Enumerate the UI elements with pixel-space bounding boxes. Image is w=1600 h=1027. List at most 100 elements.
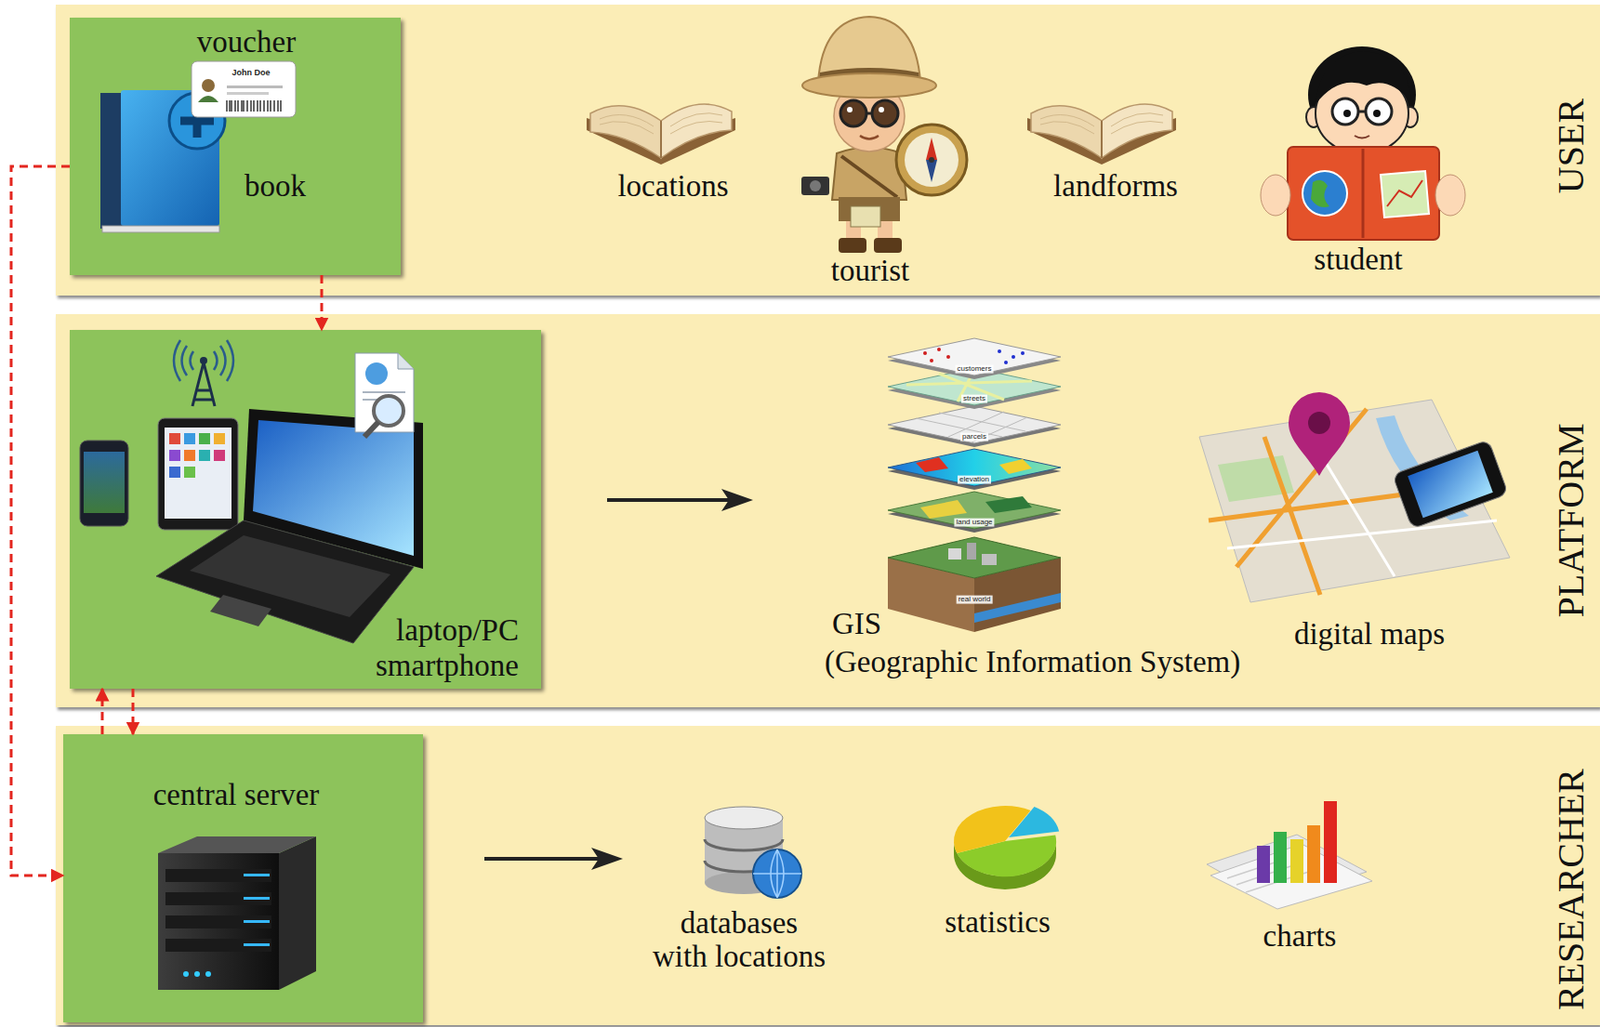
gis-layers: [887, 406, 1061, 444]
layer-label: land usage: [953, 518, 994, 528]
layer-label: customers: [955, 365, 994, 374]
gis-layers: [887, 537, 1061, 579]
voucher-card: [201, 79, 215, 93]
server-icon: [243, 943, 270, 947]
bar-chart-icon: [1273, 832, 1287, 884]
bar-chart-icon: [1210, 844, 1373, 910]
icon-caption: student: [1313, 242, 1402, 278]
gis-layers: [915, 457, 949, 473]
digital-map-icon: [1227, 423, 1497, 577]
tourist-figure: [801, 176, 830, 196]
tablet-icon: [184, 449, 196, 462]
document-search-icon: [364, 422, 379, 437]
digital-map-icon: [1392, 439, 1509, 529]
student-figure: [1361, 148, 1365, 239]
tourist-figure: [838, 238, 867, 253]
document-search-icon: [365, 362, 388, 385]
device-box: laptop/PC smartphone: [69, 330, 542, 689]
gis-layers: [887, 409, 1061, 448]
tourist-figure: [809, 180, 821, 192]
gis-layers: [1011, 355, 1016, 359]
gis-layers: [923, 351, 927, 356]
bar-chart-icon: [1227, 859, 1321, 893]
icon-caption: tourist: [831, 253, 910, 290]
database-icon: [704, 806, 783, 830]
tourist-figure: [838, 197, 900, 222]
smartphone-icon: [79, 440, 129, 527]
student-figure: [1365, 98, 1392, 125]
voucher-card: [191, 61, 296, 118]
gis-layers: [946, 355, 951, 359]
bar-chart-icon: [1290, 839, 1304, 884]
digital-map-icon: [1217, 455, 1295, 503]
bar-chart-icon: [1256, 846, 1270, 884]
gis-layers: [887, 368, 1061, 406]
tablet-icon: [158, 418, 239, 530]
dashed-arrow: [320, 275, 324, 331]
bar-chart-icon: [1206, 834, 1367, 902]
layer-label: elevation: [957, 476, 992, 485]
tourist-figure: [925, 137, 938, 160]
flow-arrow: [484, 847, 623, 871]
server-icon: [278, 836, 317, 991]
gis-layers: [948, 548, 962, 560]
gis-layers: [974, 593, 1061, 623]
database-icon: [753, 849, 802, 899]
server-icon: [165, 915, 272, 929]
student-figure: [1315, 51, 1412, 105]
tablet-icon: [169, 433, 181, 445]
antenna-icon: [173, 340, 234, 382]
icon-caption: charts: [1263, 919, 1337, 955]
tourist-figure: [846, 221, 861, 242]
tablet-icon: [184, 433, 196, 445]
gis-layers: [887, 557, 975, 633]
tourist-figure: [896, 124, 967, 196]
book-icon: [120, 90, 220, 226]
flow-arrow: [721, 489, 754, 512]
database-icon: [704, 818, 783, 884]
tourist-figure: [818, 16, 921, 82]
gis-layers: [966, 542, 977, 560]
student-figure: [1373, 109, 1381, 118]
flow-arrow: [607, 498, 735, 503]
smartphone-icon: [83, 451, 125, 514]
tourist-figure: [850, 206, 881, 227]
voucher-card: [198, 95, 219, 103]
box-label: laptop/PC smartphone: [332, 613, 519, 685]
student-figure: [1358, 110, 1366, 114]
book-icon: [169, 92, 225, 149]
tourist-figure: [866, 112, 873, 116]
band-title: PLATFORM: [1549, 423, 1593, 619]
tablet-icon: [169, 466, 181, 478]
server-icon: [243, 897, 270, 900]
document-search-icon: [373, 396, 404, 426]
student-figure: [1308, 46, 1416, 144]
icon-caption: statistics: [944, 905, 1051, 941]
icon-caption: GIS: [832, 607, 882, 643]
gis-layers: [920, 500, 967, 519]
database-icon: [704, 872, 783, 895]
digital-map-icon: [1392, 439, 1509, 529]
bar-chart-icon: [1307, 825, 1321, 884]
server-icon: [158, 836, 317, 854]
digital-map-icon: [1407, 450, 1494, 518]
document-search-icon: [397, 353, 414, 370]
device-box: central server: [63, 734, 424, 1023]
tablet-icon: [213, 433, 225, 445]
layer-label: streets: [961, 395, 988, 404]
student-figure: [1402, 106, 1418, 128]
open-book: [1027, 104, 1177, 165]
tourist-figure: [819, 67, 920, 80]
flow-arrow: [484, 857, 605, 861]
icon-caption: digital maps: [1294, 617, 1445, 653]
antenna-icon: [173, 340, 234, 407]
book-icon: [100, 90, 225, 233]
antenna-icon: [192, 362, 215, 407]
tourist-figure: [878, 106, 885, 113]
band-title: USER: [1549, 98, 1593, 194]
dashed-arrow: [11, 166, 70, 876]
student-figure: [1380, 171, 1429, 218]
tourist-figure: [877, 221, 893, 242]
tourist-figure: [928, 157, 935, 163]
